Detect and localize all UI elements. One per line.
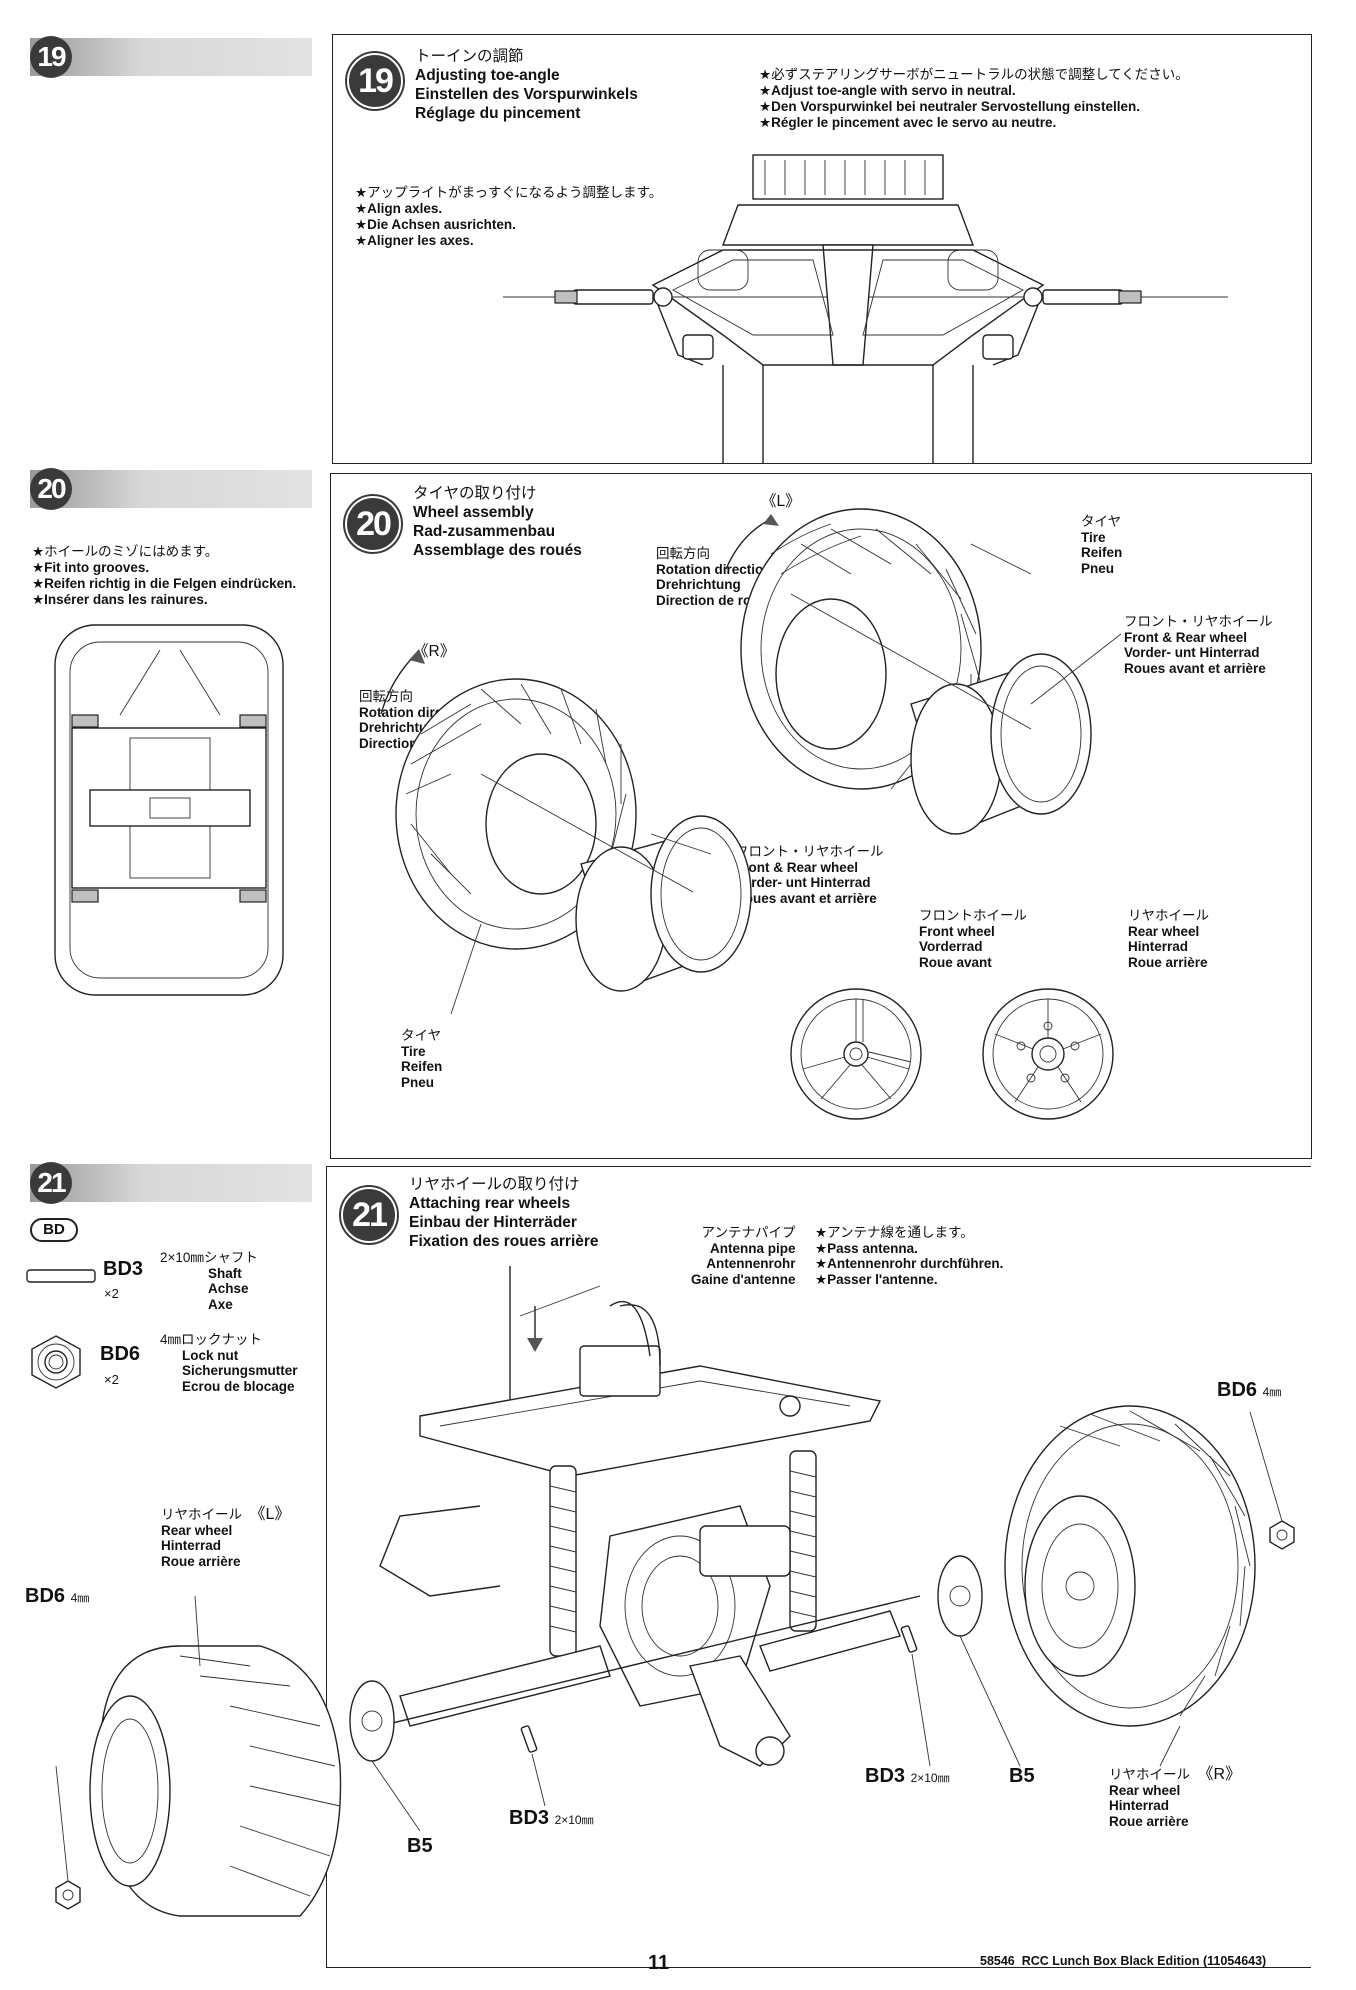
left-tire-mark: 《L》 <box>761 493 801 510</box>
shaft-bd3-left-icon <box>520 1725 538 1753</box>
step20-number: 20 <box>345 496 401 552</box>
bd3-description: 2×10㎜シャフト Shaft Achse Axe <box>160 1250 258 1312</box>
bd6-description: 4㎜ロックナット Lock nut Sicherungsmutter Ecrou… <box>160 1332 298 1394</box>
shaft-bd3-right-icon <box>900 1625 918 1653</box>
tire-label-bottom: タイヤ Tire Reifen Pneu <box>401 1028 443 1090</box>
rear-tire-l-icon <box>89 1645 342 1917</box>
bd6-label-left: BD6 4㎜ <box>25 1585 90 1607</box>
wheel-rim-top-icon <box>910 653 1092 835</box>
antenna-pipe-label: アンテナパイプ Antenna pipe Antennenrohr Gaine … <box>691 1225 796 1287</box>
front-rear-wheel-label-mid: フロント・リヤホイール Front & Rear wheel Vorder- u… <box>735 844 884 906</box>
b5-label-right: B5 <box>1009 1765 1035 1787</box>
rear-axle-assembly-drawing <box>55 1266 1295 1917</box>
step20-side-number: 20 <box>30 468 72 510</box>
step21-number: 21 <box>341 1187 397 1243</box>
wheel-hub-b5-left-icon <box>349 1680 395 1762</box>
bd6-code: BD6 <box>100 1343 141 1365</box>
antenna-note: ★アンテナ線を通します。 ★Pass antenna. ★Antennenroh… <box>815 1225 1004 1287</box>
bd3-qty: ×2 <box>104 1286 119 1301</box>
step21-title: リヤホイールの取り付け Attaching rear wheels Einbau… <box>409 1176 599 1250</box>
page-number: 11 <box>648 1952 670 1974</box>
rear-wheel-label: リヤホイール Rear wheel Hinterrad Roue arrière <box>1128 908 1209 970</box>
step20-title: タイヤの取り付け Wheel assembly Rad-zusammenbau … <box>413 485 582 559</box>
step19-servo-note: ★必ずステアリングサーボがニュートラルの状態で調整してください。 ★Adjust… <box>759 67 1189 130</box>
step20-panel: 20 タイヤの取り付け Wheel assembly Rad-zusammenb… <box>330 473 1312 1159</box>
bd3-label-left: BD3 2×10㎜ <box>509 1807 594 1829</box>
front-suspension-drawing <box>503 154 1228 463</box>
step19-title: トーインの調節 Adjusting toe-angle Einstellen d… <box>415 48 638 122</box>
step20-groove-note: ★ホイールのミゾにはめます。 ★Fit into grooves. ★Reife… <box>32 544 297 607</box>
step19-panel: 19 トーインの調節 Adjusting toe-angle Einstelle… <box>332 34 1312 464</box>
tire-cross-section-drawing <box>54 624 284 996</box>
bd6-label-right: BD6 4㎜ <box>1217 1379 1282 1401</box>
right-tire-mark: 《R》 <box>413 643 456 660</box>
document-reference: 58546 RCC Lunch Box Black Edition (11054… <box>980 1954 1267 1968</box>
tire-r-icon <box>395 678 637 950</box>
step19-side-number: 19 <box>30 36 72 78</box>
rear-wheel-r-label: リヤホイール 《R》 Rear wheel Hinterrad Roue arr… <box>1109 1766 1242 1829</box>
left-shock-icon <box>549 1465 577 1657</box>
wheel-hub-b5-right-icon <box>937 1555 983 1637</box>
bd3-label-right: BD3 2×10㎜ <box>865 1765 950 1787</box>
bd6-qty: ×2 <box>104 1372 119 1387</box>
rear-wheel-l-label: リヤホイール 《L》 Rear wheel Hinterrad Roue arr… <box>161 1506 291 1569</box>
tire-label-top: タイヤ Tire Reifen Pneu <box>1081 514 1123 576</box>
rear-tire-r-icon <box>1004 1405 1256 1727</box>
step19-sidebar-bar <box>30 38 312 76</box>
front-rear-wheel-label-top: フロント・リヤホイール Front & Rear wheel Vorder- u… <box>1124 614 1273 676</box>
lock-nut-bd6-left-icon <box>55 1880 81 1910</box>
bag-bd-badge: BD <box>30 1218 78 1242</box>
lock-nut-icon <box>31 1335 81 1389</box>
b5-label-left: B5 <box>407 1835 433 1857</box>
step19-align-note: ★アップライトがまっすぐになるよう調整します。 ★Align axles. ★D… <box>355 185 663 248</box>
wheel-assembly-drawing <box>380 508 1122 1120</box>
shaft-icon <box>26 1269 96 1283</box>
step21-side-number: 21 <box>30 1162 72 1204</box>
step20-sidebar-bar <box>30 470 312 508</box>
step21-sidebar-bar <box>30 1164 312 1202</box>
right-shock-icon <box>789 1450 817 1632</box>
rear-wheel-icon <box>982 988 1114 1120</box>
step19-number: 19 <box>347 53 403 109</box>
front-wheel-label: フロントホイール Front wheel Vorderrad Roue avan… <box>919 908 1027 970</box>
wheel-rim-mid-icon <box>575 815 752 992</box>
bd3-code: BD3 <box>103 1258 144 1280</box>
front-wheel-icon <box>790 988 922 1120</box>
lock-nut-bd6-right-icon <box>1269 1520 1295 1550</box>
